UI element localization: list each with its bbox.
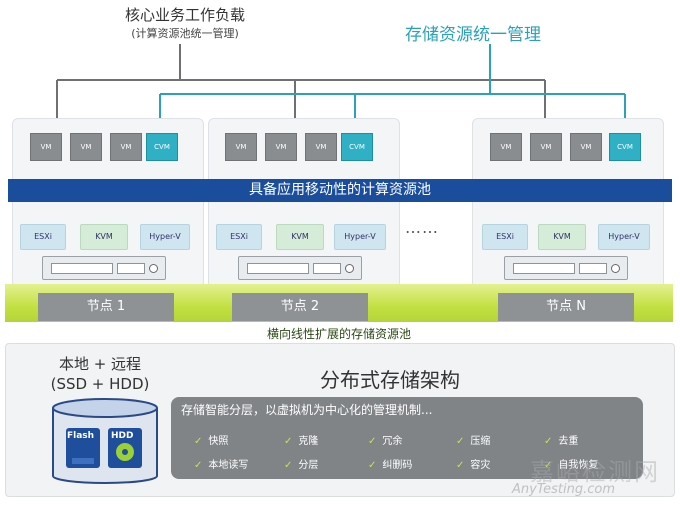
local-remote-line1: 本地 + 远程 [58,355,142,373]
checkmark-icon: ✓ [544,460,553,471]
core-workload-subtitle: (计算资源池统一管理) [131,27,239,40]
local-remote-label: 本地 + 远程 (SSD + HDD) [40,354,160,394]
feature-item: ✓克隆 [284,436,319,447]
feature-item: ✓自我恢复 [544,460,599,471]
checkmark-icon: ✓ [456,436,465,447]
local-remote-line2: (SSD + HDD) [50,375,150,393]
checkmark-icon: ✓ [284,436,293,447]
vm-box: VM [490,133,522,161]
checkmark-icon: ✓ [194,436,203,447]
hypervisor-esxi: ESXi [216,224,262,250]
node-label-n: 节点 N [498,293,634,321]
hypervisor-kvm: KVM [538,224,586,250]
storage-pool-label: 横向线性扩展的存储资源池 [266,327,411,341]
vm-box: VM [305,133,337,161]
checkmark-icon: ✓ [456,460,465,471]
hypervisor-esxi: ESXi [482,224,528,250]
hypervisor-hyperv: Hyper-V [334,224,386,250]
vm-box: VM [110,133,142,161]
cvm-box: CVM [609,133,641,161]
feature-item: ✓分层 [284,460,319,471]
storage-cylinder-icon [52,398,158,484]
vm-box: VM [225,133,257,161]
feature-item: ✓冗余 [368,436,403,447]
server-icon [504,256,628,280]
checkmark-icon: ✓ [368,436,377,447]
compute-pool-bar: 具备应用移动性的计算资源池 [8,179,672,202]
node-label-1: 节点 1 [38,293,174,321]
distributed-storage-title: 分布式存储架构 [320,368,460,392]
vm-box: VM [530,133,562,161]
hypervisor-kvm: KVM [80,224,128,250]
feature-item: ✓容灾 [456,460,491,471]
feature-item: ✓纠删码 [368,460,413,471]
server-icon [42,256,166,280]
hypervisor-esxi: ESXi [20,224,66,250]
vm-box: VM [265,133,297,161]
hdd-label: HDD [111,431,134,441]
checkmark-icon: ✓ [284,460,293,471]
checkmark-icon: ✓ [544,436,553,447]
feature-item: ✓压缩 [456,436,491,447]
server-icon [238,256,362,280]
hypervisor-hyperv: Hyper-V [598,224,650,250]
feature-item: ✓本地读写 [194,460,249,471]
more-nodes-ellipsis: …… [405,218,439,237]
storage-management-title: 存储资源统一管理 [405,25,541,45]
watermark-en: AnyTesting.com [512,482,616,497]
feature-headline: 存储智能分层，以虚拟机为中心化的管理机制... [181,403,433,417]
workload-connector-lines [56,44,631,131]
flash-label: Flash [67,431,95,441]
feature-box [171,397,643,479]
feature-item: ✓快照 [194,436,229,447]
hypervisor-kvm: KVM [276,224,324,250]
vm-box: VM [70,133,102,161]
cvm-box: CVM [146,133,178,161]
hypervisor-hyperv: Hyper-V [140,224,190,250]
cvm-box: CVM [341,133,373,161]
vm-box: VM [570,133,602,161]
watermark-cn: 嘉峪检测网 [530,458,660,486]
vm-box: VM [30,133,62,161]
feature-item: ✓去重 [544,436,579,447]
checkmark-icon: ✓ [368,460,377,471]
node-label-2: 节点 2 [232,293,368,321]
core-workload-title: 核心业务工作负载 [124,6,245,24]
checkmark-icon: ✓ [194,460,203,471]
